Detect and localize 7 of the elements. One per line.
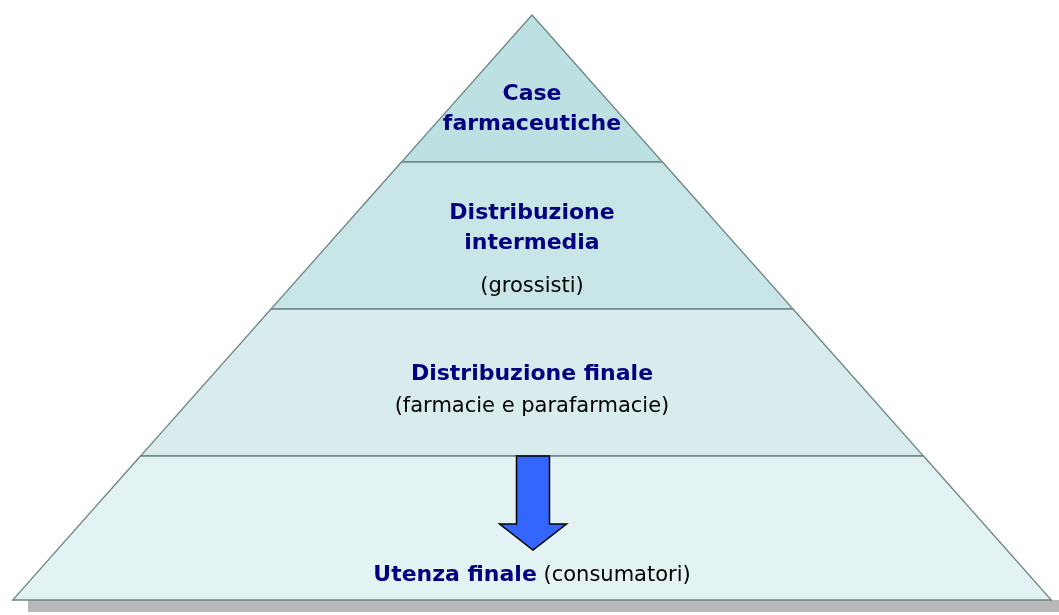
- tier-subtitle: (farmacie e parafarmacie): [394, 392, 670, 419]
- tier-subtitle: (grossisti): [480, 272, 584, 299]
- tier-title: Case farmaceutiche: [441, 79, 623, 137]
- block-arrow: [497, 455, 569, 551]
- tier-title: Distribuzione intermedia: [448, 198, 616, 256]
- tier-title: Distribuzione finale: [410, 359, 654, 387]
- tier-title: Utenza finale (consumatori): [373, 560, 691, 588]
